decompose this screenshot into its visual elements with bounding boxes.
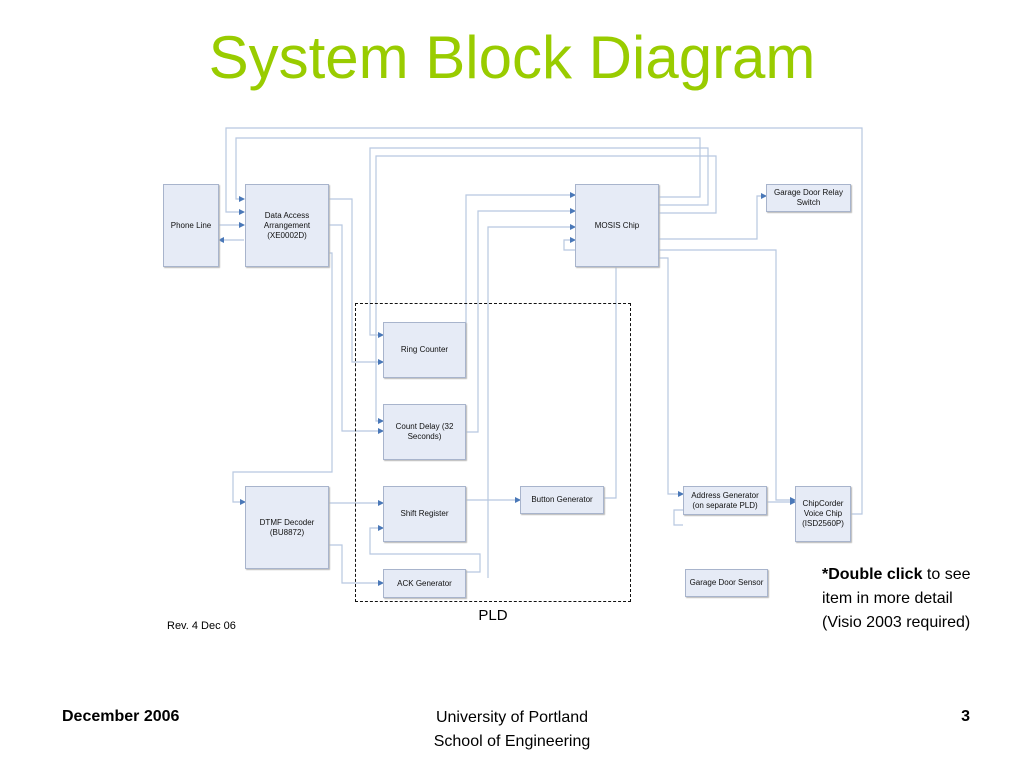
note-text: to see item in more detail (Visio 2003 r…	[822, 566, 971, 631]
block-shift-register[interactable]: Shift Register	[383, 486, 466, 542]
footer-university: University of Portland	[435, 709, 589, 726]
double-click-note: *Double click to see item in more detail…	[822, 563, 992, 635]
block-count-delay[interactable]: Count Delay (32 Seconds)	[383, 404, 466, 460]
block-dtmf-decoder[interactable]: DTMF Decoder (BU8872)	[245, 486, 329, 569]
block-address-generator[interactable]: Address Generator (on separate PLD)	[683, 486, 767, 515]
page-number: 3	[961, 708, 970, 725]
note-emphasis: *Double click	[822, 566, 923, 583]
pld-label: PLD	[478, 607, 508, 624]
footer-date: December 2006	[62, 708, 180, 725]
footer-organization: University of Portland School of Enginee…	[362, 706, 662, 754]
block-garage-door-sensor[interactable]: Garage Door Sensor	[685, 569, 768, 597]
block-garage-door-relay-switch[interactable]: Garage Door Relay Switch	[766, 184, 851, 212]
page-title: System Block Diagram	[208, 24, 816, 91]
block-button-generator[interactable]: Button Generator	[520, 486, 604, 514]
block-data-access-arrangement[interactable]: Data Access Arrangement (XE0002D)	[245, 184, 329, 267]
block-chipcorder-voice-chip[interactable]: ChipCorder Voice Chip (ISD2560P)	[795, 486, 851, 542]
block-phone-line[interactable]: Phone Line	[163, 184, 219, 267]
revision-label: Rev. 4 Dec 06	[167, 620, 236, 632]
pld-boundary	[355, 303, 631, 602]
block-mosis-chip[interactable]: MOSIS Chip	[575, 184, 659, 267]
block-ring-counter[interactable]: Ring Counter	[383, 322, 466, 378]
footer-school: School of Engineering	[433, 733, 591, 750]
block-ack-generator[interactable]: ACK Generator	[383, 569, 466, 598]
